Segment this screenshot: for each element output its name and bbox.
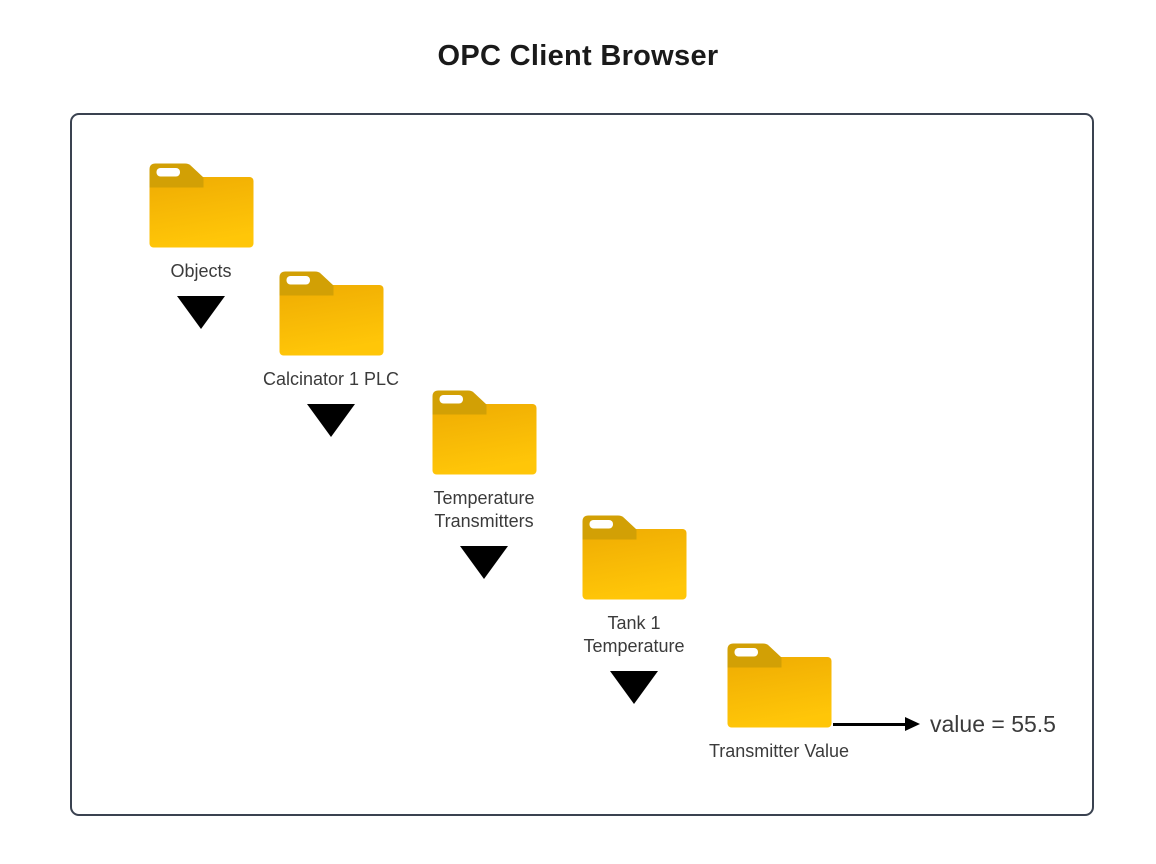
tree-node-calcinator-1-plc: Calcinator 1 PLC — [256, 271, 406, 437]
folder-label: Tank 1 Temperature — [583, 613, 685, 656]
arrow-line — [833, 723, 907, 726]
arrow-head — [905, 717, 920, 731]
page-title: OPC Client Browser — [437, 40, 719, 72]
folder-icon[interactable] — [582, 515, 687, 600]
folder-label: Calcinator 1 PLC — [262, 369, 400, 389]
folder-icon[interactable] — [149, 163, 254, 248]
folder-icon[interactable] — [727, 643, 832, 728]
browser-panel — [70, 113, 1094, 816]
value-annotation: value = 55.5 — [930, 711, 1056, 737]
folder-icon[interactable] — [432, 390, 537, 475]
folder-label: Transmitter Value — [708, 741, 850, 761]
arrow-right-icon — [833, 717, 920, 731]
tree-node-objects: Objects — [126, 163, 276, 329]
folder-icon[interactable] — [279, 271, 384, 356]
folder-label: Objects — [170, 261, 232, 281]
tree-node-temperature-transmitters: Temperature Transmitters — [409, 390, 559, 579]
triangle-down-icon[interactable] — [177, 296, 225, 329]
folder-label: Temperature Transmitters — [433, 488, 535, 531]
triangle-down-icon[interactable] — [307, 404, 355, 437]
triangle-down-icon[interactable] — [610, 671, 658, 704]
tree-node-tank-1-temperature: Tank 1 Temperature — [559, 515, 709, 704]
tree-node-transmitter-value: Transmitter Value — [704, 643, 854, 763]
triangle-down-icon[interactable] — [460, 546, 508, 579]
